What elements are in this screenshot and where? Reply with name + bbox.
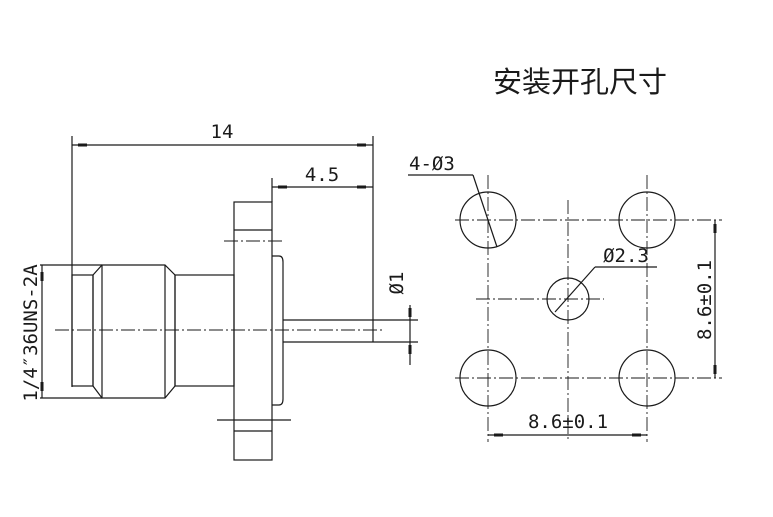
dim-flange-to-pin: 4.5 [305, 164, 339, 186]
mount-hole [459, 191, 517, 249]
horizontal-spacing-label: 8.6±0.1 [528, 411, 608, 433]
center-hole [546, 277, 590, 321]
thread-section [71, 274, 94, 387]
panel-cutout-view: 4-Ø3 Ø2.3 8.6±0.1 8.6±0.1 [408, 153, 722, 442]
hex-nut [92, 264, 176, 399]
body [174, 274, 235, 387]
drawing-title: 安装开孔尺寸 [493, 65, 667, 99]
center-hole-label: Ø2.3 [603, 245, 649, 267]
dim-overall-length: 14 [211, 121, 234, 143]
pin-diameter-label: Ø1 [386, 272, 408, 295]
connector-side-view: 14 4.5 1/4″36UNS-2A Ø1 [20, 121, 418, 461]
mount-hole [618, 191, 676, 249]
thread-spec-label: 1/4″36UNS-2A [20, 264, 42, 402]
mount-hole [459, 349, 517, 407]
mount-hole-label: 4-Ø3 [409, 153, 455, 175]
vertical-spacing-label: 8.6±0.1 [694, 260, 716, 340]
mount-hole [618, 349, 676, 407]
